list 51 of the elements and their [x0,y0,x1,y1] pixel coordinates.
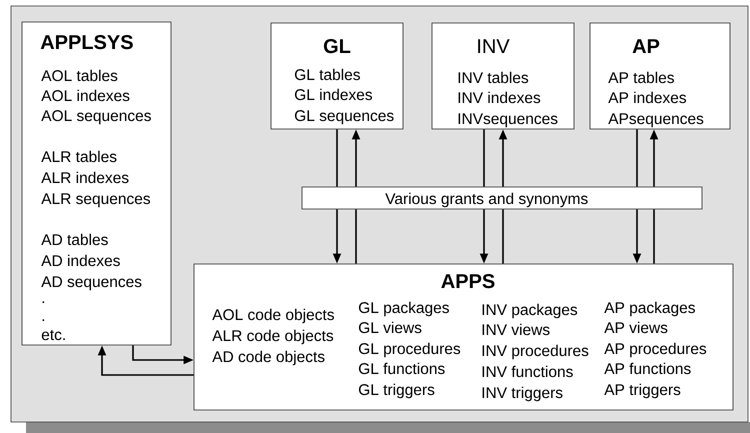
list-item: AP procedures [604,342,706,358]
list-item: AD tables [41,234,108,246]
box-heading: AP [632,39,660,53]
box-heading: APPLSYS [40,35,133,50]
list-item: INV procedures [482,344,588,360]
list-item: AOL tables [41,70,118,82]
list-item: GL procedures [358,342,460,358]
list-item: . [42,319,44,321]
list-item: AP functions [604,362,691,374]
schema-box [432,22,574,130]
list-item: AP triggers [604,384,680,398]
list-item: INV tables [458,72,528,84]
schema-box [22,22,172,346]
list-item: AOL sequences [41,110,151,124]
list-item: AOL code objects [212,308,334,324]
list-item: ALR tables [41,150,116,162]
list-item: AP indexes [608,92,686,104]
box-heading: INV [478,39,510,53]
box-heading: GL [324,39,350,54]
list-item: AOL indexes [41,90,130,102]
list-item: GL views [358,322,422,334]
schema-box [194,264,734,410]
grants-bar [302,186,702,210]
list-item: ALR sequences [41,193,150,208]
list-item: AD sequences [41,276,142,290]
list-item: INVsequences [458,113,558,128]
list-item: etc. [42,330,65,340]
list-item: INV triggers [482,386,562,402]
list-item: ALR indexes [41,172,128,184]
list-item: . [42,301,44,303]
schema-box [590,22,730,130]
list-item: INV functions [482,366,573,378]
box-heading: APPS [441,274,494,288]
list-item: APsequences [608,113,704,128]
list-item: INV views [482,324,550,336]
list-item: INV packages [482,304,578,318]
list-item: AD indexes [41,254,120,266]
list-item: ALR code objects [212,330,334,344]
list-item: INV indexes [458,92,540,104]
bar-label: Various grants and synonyms [385,192,588,208]
list-item: AD code objects [212,350,324,366]
list-item: GL tables [294,68,360,80]
list-item: GL sequences [294,110,394,124]
list-item: AP tables [608,72,674,84]
list-item: GL indexes [294,88,372,100]
list-item: GL packages [358,302,449,316]
list-item: AP packages [604,302,695,316]
list-item: AP views [604,322,668,334]
list-item: GL functions [358,362,445,374]
schema-box [270,22,404,130]
list-item: GL triggers [358,384,434,398]
